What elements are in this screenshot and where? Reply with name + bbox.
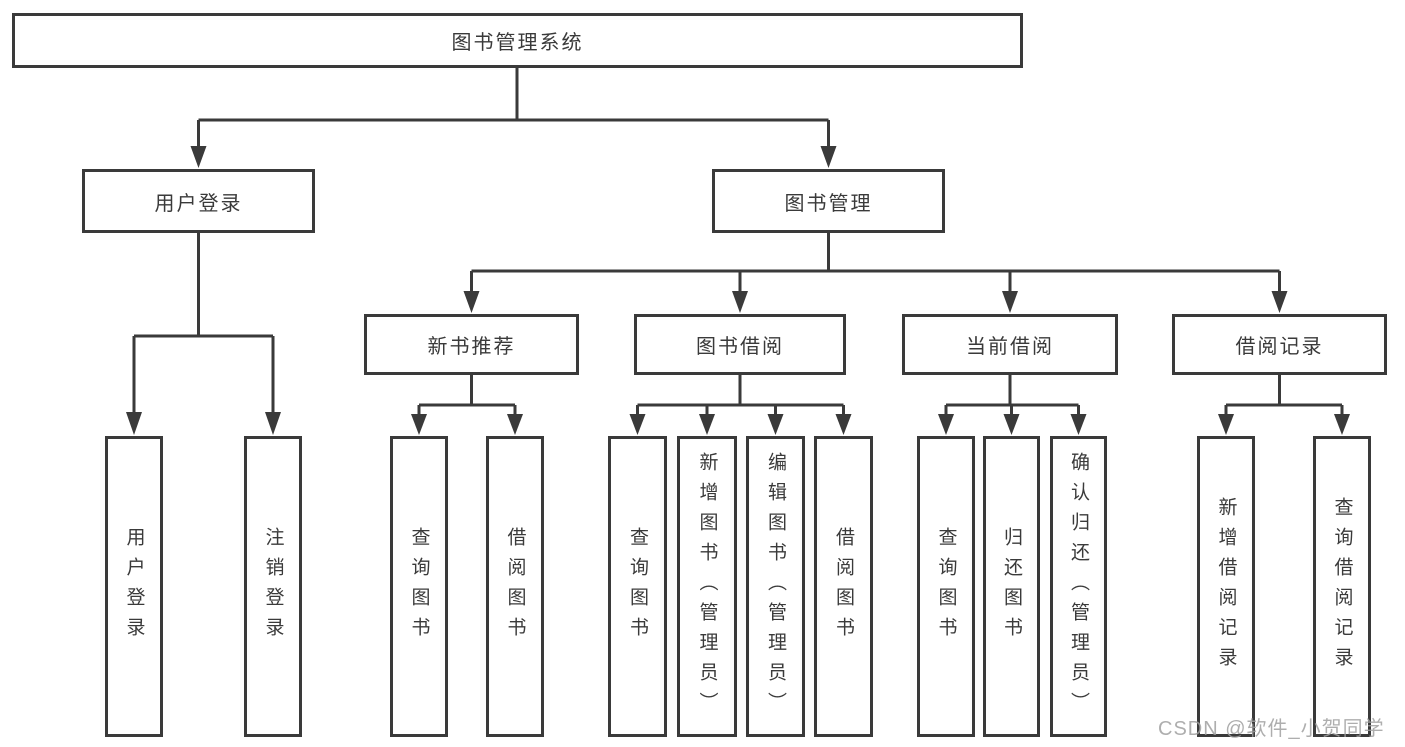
leaf-label: 查询借阅记录 [1331,496,1353,677]
leaf-record-query-borrow-record: 查询借阅记录 [1313,436,1371,737]
leaf-label: 查询图书 [627,526,648,647]
leaf-newbook-query-books: 查询图书 [390,436,448,737]
leaf-label: 借阅图书 [504,526,526,647]
arrowhead [126,412,142,435]
arrowhead [507,414,523,435]
arrowhead [938,414,954,435]
node-book-management: 图书管理 [712,169,945,233]
node-label: 图书管理系统 [451,32,584,54]
node-label: 用户登录 [154,192,243,215]
leaf-label: 新增借阅记录 [1215,496,1237,677]
node-label: 借阅记录 [1235,336,1324,358]
connector-new-book-to-children [411,375,523,435]
arrowhead [190,146,207,168]
leaf-current-return-books: 归还图书 [983,436,1040,737]
leaf-label: 注销登录 [262,526,284,647]
leaf-borrow-query-books: 查询图书 [608,436,667,737]
arrowhead [629,414,646,435]
leaf-label: 查询图书 [935,526,957,647]
leaf-logout-login: 注销登录 [244,436,302,737]
arrowhead [1218,414,1234,435]
node-current-borrow: 当前借阅 [902,314,1118,375]
connector-user-login-to-children [126,233,281,435]
leaf-label: 查询图书 [408,526,430,647]
arrowhead [1271,291,1288,313]
node-book-borrow: 图书借阅 [634,314,846,375]
connector-book-management-to-level2 [463,233,1288,313]
arrowhead [1334,414,1350,435]
leaf-current-query-books: 查询图书 [917,436,975,737]
leaf-label: 新增图书（管理员） [696,451,718,722]
arrowhead [767,414,784,435]
leaf-record-add-borrow-record: 新增借阅记录 [1197,436,1255,737]
leaf-current-confirm-return-admin: 确认归还（管理员） [1050,436,1107,737]
node-borrow-records: 借阅记录 [1172,314,1387,375]
node-label: 当前借阅 [966,336,1054,358]
connector-current-borrow-to-children [938,375,1087,435]
node-label: 图书管理 [784,192,873,215]
csdn-watermark: CSDN @软件_小贺同学 [1158,718,1385,740]
node-library-management-system: 图书管理系统 [12,13,1023,68]
node-user-login: 用户登录 [82,169,315,233]
leaf-label: 用户登录 [123,526,145,647]
leaf-borrow-add-books-admin: 新增图书（管理员） [677,436,737,737]
arrowhead [1070,414,1087,435]
connector-borrow-record-to-children [1218,375,1350,435]
node-new-book-recommend: 新书推荐 [364,314,579,375]
leaf-label: 归还图书 [1001,526,1022,647]
arrowhead [1003,414,1020,435]
arrowhead [732,291,748,313]
leaf-borrow-borrow-books: 借阅图书 [814,436,873,737]
connector-book-borrow-to-children [629,375,852,435]
leaf-label: 确认归还（管理员） [1068,451,1089,722]
leaf-user-login: 用户登录 [105,436,163,737]
arrowhead [463,291,480,313]
node-label: 新书推荐 [427,336,516,358]
arrowhead [1002,291,1018,313]
arrowhead [265,412,281,435]
arrowhead [411,414,427,435]
leaf-label: 编辑图书（管理员） [765,451,786,722]
leaf-borrow-edit-books-admin: 编辑图书（管理员） [746,436,805,737]
leaf-label: 借阅图书 [833,526,854,647]
connector-root-to-level1 [190,68,837,168]
leaf-newbook-borrow-books: 借阅图书 [486,436,544,737]
node-label: 图书借阅 [696,336,784,358]
arrowhead [699,414,715,435]
arrowhead [835,414,852,435]
arrowhead [820,146,837,168]
